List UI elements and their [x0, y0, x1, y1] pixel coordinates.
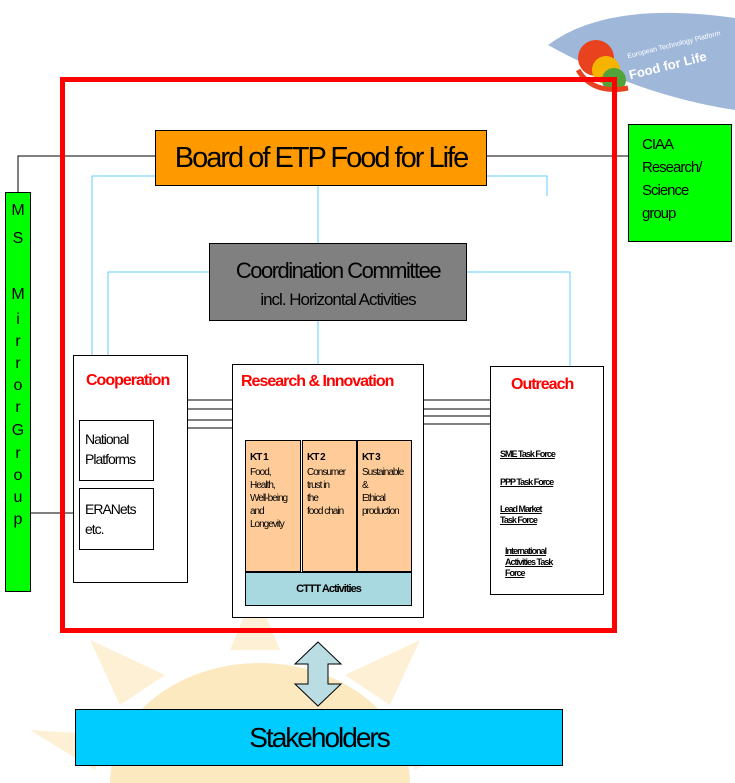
- lead-market-task-force: Lead Market Task Force: [500, 504, 543, 526]
- kt3-line-1: Sustainable: [362, 467, 404, 478]
- lead-line-1: Lead Market: [500, 504, 543, 514]
- ms-letter-4: M: [11, 286, 25, 303]
- board-label: Board of ETP Food for Life: [174, 141, 469, 174]
- coordination-subtitle: incl. Horizontal Activities: [260, 290, 416, 309]
- ciaa-line-2: Research/: [642, 159, 702, 176]
- logo-emblem-icon: [548, 12, 735, 110]
- cttt-activities-box: CTTT Activities: [245, 572, 412, 606]
- international-task-force: International Activities Task Force: [505, 546, 553, 579]
- kt3-line-3: Ethical: [362, 493, 386, 504]
- cooperation-box: Cooperation National Platforms ERANets e…: [73, 355, 188, 583]
- etp-logo: European Technology Platform Food for Li…: [548, 0, 735, 110]
- intl-line-1: International: [505, 546, 547, 556]
- kt1-line-2: Health,: [250, 480, 276, 491]
- ms-letter-8: o: [13, 377, 23, 394]
- intl-line-3: Force: [505, 568, 526, 578]
- coordination-title: Coordination Committee: [235, 258, 442, 283]
- ms-letter-2: S: [12, 230, 24, 247]
- kt2-line-4: food chain: [307, 506, 344, 517]
- ms-letter-6: r: [15, 333, 21, 350]
- stakeholders-label: Stakeholders: [249, 721, 390, 753]
- kt3-box: KT 3 Sustainable & Ethical production: [357, 440, 412, 572]
- eranets-box: ERANets etc.: [79, 488, 154, 550]
- ciaa-box: CIAA Research/ Science group: [628, 124, 732, 242]
- ms-letter-9: r: [15, 399, 21, 416]
- national-line-1: National: [85, 431, 129, 447]
- kt2-line-1: Consumer: [307, 467, 346, 478]
- kt1-line-3: Well-being: [250, 493, 288, 504]
- ciaa-line-1: CIAA: [642, 136, 674, 153]
- ciaa-line-3: Science: [642, 182, 689, 199]
- kt1-line-1: Food,: [250, 467, 272, 478]
- ciaa-line-4: group: [642, 205, 676, 222]
- ppp-task-force: PPP Task Force: [500, 477, 554, 487]
- eranets-line-2: etc.: [85, 521, 105, 537]
- national-platforms-box: National Platforms: [79, 420, 154, 481]
- ms-letter-11: r: [15, 445, 21, 462]
- ms-mirror-group-box: M S M i r r o r G r o u p: [5, 192, 31, 592]
- ms-letter-5: i: [16, 311, 20, 328]
- outreach-box: Outreach SME Task Force PPP Task Force L…: [490, 366, 604, 595]
- ms-letter-12: o: [13, 467, 23, 484]
- research-title: Research & Innovation: [241, 373, 394, 390]
- ms-letter-10: G: [11, 422, 25, 439]
- cooperation-title: Cooperation: [86, 372, 170, 389]
- kt1-box: KT 1 Food, Health, Well-being and Longev…: [245, 440, 301, 572]
- kt2-line-3: the: [307, 493, 319, 504]
- kt2-code: KT 2: [307, 452, 326, 463]
- ms-letter-13: u: [13, 489, 23, 506]
- lead-line-2: Task Force: [500, 515, 538, 525]
- intl-line-2: Activities Task: [505, 557, 553, 567]
- kt3-line-2: &: [362, 480, 369, 491]
- board-box: Board of ETP Food for Life: [155, 130, 487, 186]
- sme-task-force: SME Task Force: [500, 449, 556, 459]
- stakeholders-box: Stakeholders: [75, 709, 563, 766]
- kt1-code: KT 1: [250, 452, 269, 463]
- ms-letter-1: M: [11, 202, 25, 219]
- cttt-label: CTTT Activities: [296, 583, 362, 595]
- ms-letter-14: p: [13, 511, 23, 528]
- kt1-line-5: Longevity: [250, 519, 285, 530]
- kt3-line-4: production: [362, 506, 400, 517]
- national-line-2: Platforms: [85, 451, 136, 467]
- kt2-line-2: trust in: [307, 480, 330, 491]
- ms-letter-7: r: [15, 355, 21, 372]
- kt1-line-4: and: [250, 506, 265, 517]
- kt3-code: KT 3: [362, 452, 381, 463]
- outreach-title: Outreach: [511, 376, 574, 393]
- etp-structure-frame: [60, 77, 617, 633]
- eranets-line-1: ERANets: [85, 501, 137, 517]
- kt2-box: KT 2 Consumer trust in the food chain: [302, 440, 357, 572]
- coordination-committee-box: Coordination Committee incl. Horizontal …: [209, 243, 467, 321]
